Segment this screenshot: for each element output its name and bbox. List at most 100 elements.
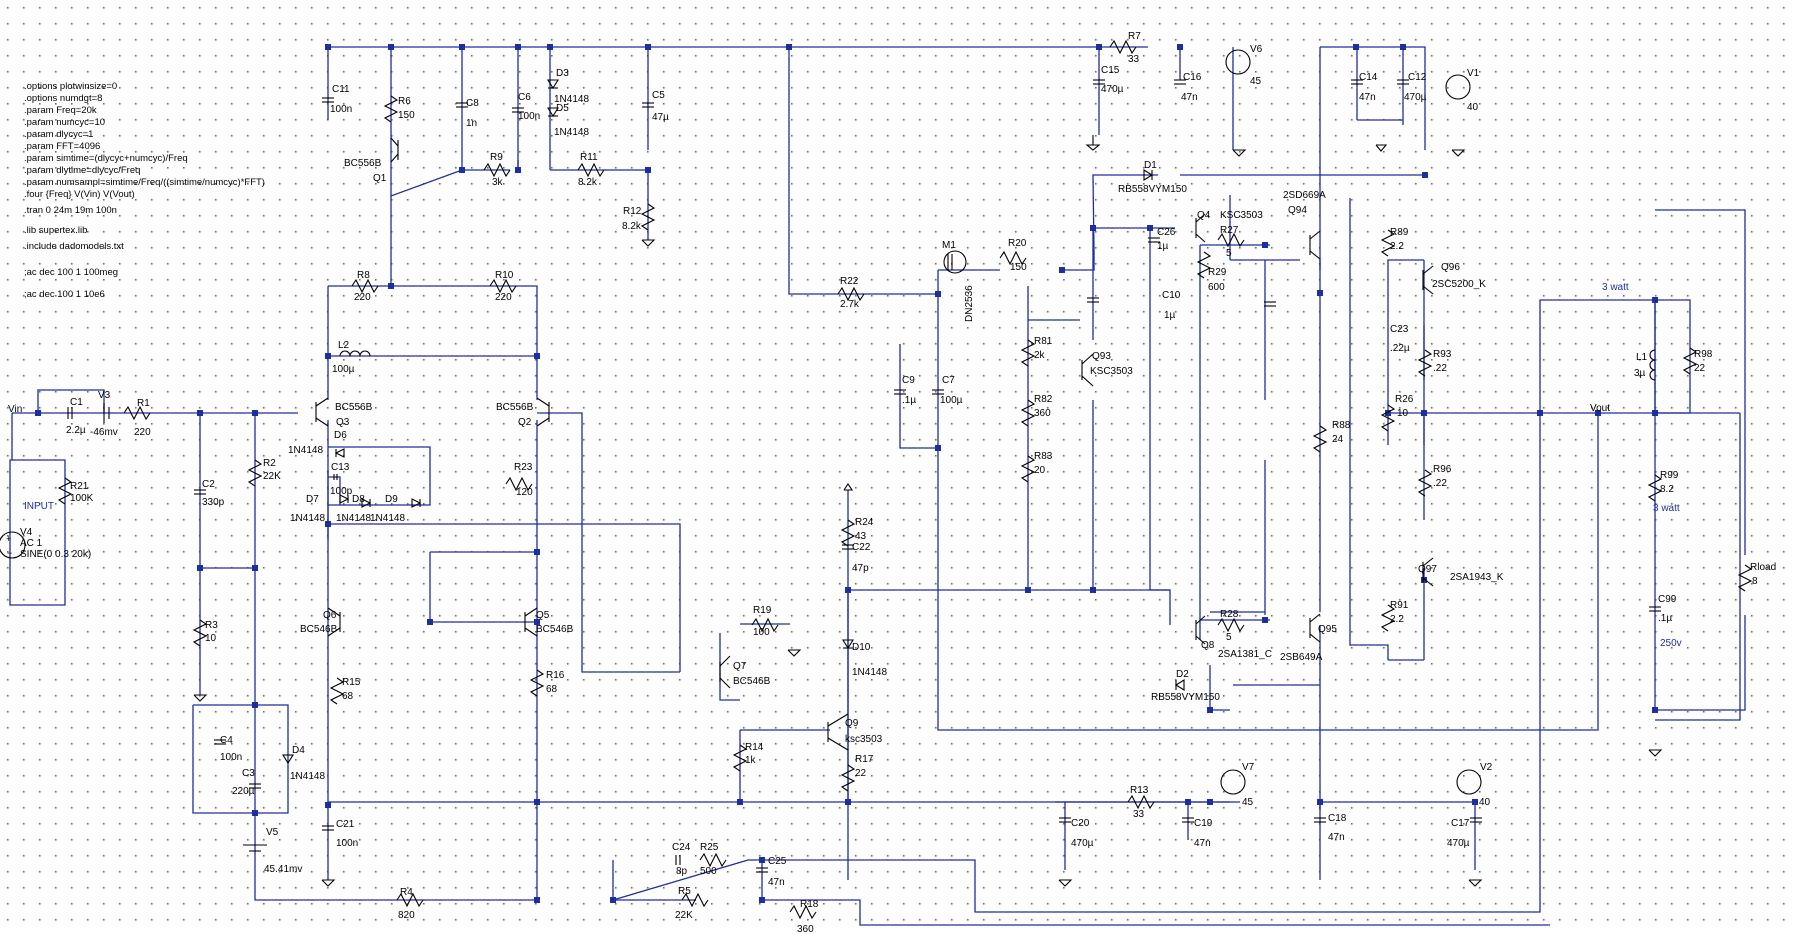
value-C19: 47n (1194, 838, 1211, 849)
label-R21: R21 (70, 481, 89, 492)
value-R7: 33 (1128, 54, 1140, 65)
label-R81: R81 (1034, 336, 1053, 347)
label-V4: V4 (20, 527, 33, 538)
label-Q2: Q2 (518, 417, 532, 428)
label-Q4: Q4 (1197, 210, 1211, 221)
label-C5: C5 (652, 90, 665, 101)
value2-V4: SINE(0 0.3 20k) (20, 549, 91, 560)
value-R16: 68 (546, 684, 558, 695)
label-V2: V2 (1480, 762, 1493, 773)
value-C26: 1µ (1157, 241, 1169, 252)
value-R93: .22 (1433, 363, 1447, 374)
value-R28: 5 (1226, 632, 1232, 643)
label-C14: C14 (1359, 72, 1378, 83)
label-R88: R88 (1332, 420, 1351, 431)
label-R82: R82 (1034, 394, 1053, 405)
label-C23: C23 (1390, 324, 1409, 335)
value-L1: 3µ (1634, 368, 1646, 379)
label-C10: C10 (1162, 290, 1181, 301)
label-C21: C21 (336, 819, 355, 830)
value-R3: 10 (205, 633, 217, 644)
label-R89: R89 (1390, 227, 1409, 238)
value-R96: .22 (1433, 478, 1447, 489)
annotation-250v: 250v (1660, 638, 1682, 649)
directive-4: .param numcyc=10 (24, 117, 105, 128)
label-R26: R26 (1395, 394, 1414, 405)
label-R91: R91 (1390, 600, 1409, 611)
value-D4: 1N4148 (290, 771, 325, 782)
value-R22: 2.7k (840, 299, 860, 310)
value-D8: 1N4148 (336, 513, 371, 524)
value-Q2: BC556B (496, 402, 534, 413)
label-R18: R18 (800, 899, 819, 910)
directive-15: ;ac dec 100 1 10e6 (24, 289, 105, 300)
value-C21: 100n (336, 838, 358, 849)
value-Q7: BC546B (733, 676, 771, 687)
value-R89: 2.2 (1390, 241, 1404, 252)
value-Q96: 2SC5200_K (1432, 279, 1486, 290)
label-V5: V5 (266, 827, 279, 838)
label-R1: R1 (137, 398, 150, 409)
label-C24: C24 (672, 842, 691, 853)
label-Q95: Q95 (1318, 624, 1337, 635)
label-C7: C7 (942, 375, 955, 386)
directive-9: .param numsampl=simtime/Freq/((simtime/n… (24, 177, 265, 188)
value-C3: 220µ (232, 786, 255, 797)
label-C3: C3 (242, 768, 255, 779)
label-R23: R23 (514, 462, 533, 473)
value-C10: 1µ (1164, 310, 1176, 321)
value-V4: AC 1 (20, 538, 43, 549)
svg-text:+: + (6, 534, 11, 544)
value-R23: 120 (516, 487, 533, 498)
label-R98: R98 (1694, 349, 1713, 360)
value-Q94: 2SD669A (1283, 190, 1326, 201)
label-C11: C11 (332, 84, 350, 95)
label-C1: C1 (70, 397, 83, 408)
label-Q6: Q6 (323, 610, 337, 621)
label-C13: C13 (331, 462, 350, 473)
value-R13: 33 (1133, 809, 1145, 820)
label-R3: R3 (205, 620, 218, 631)
label-R25: R25 (700, 842, 719, 853)
label-R4: R4 (400, 887, 413, 898)
value-D7: 1N4148 (290, 513, 325, 524)
label-R13: R13 (1130, 785, 1149, 796)
annotation-3-watt-bottom: 3 watt (1653, 503, 1680, 514)
value-C11: 100n (330, 104, 352, 115)
value-R91: 2.2 (1390, 614, 1404, 625)
directive-12: .lib supertex.lib (24, 225, 87, 236)
label-Q5: Q5 (536, 610, 550, 621)
label-Q93: Q93 (1092, 351, 1111, 362)
label-R2: R2 (263, 458, 276, 469)
value-C9: .1µ (902, 395, 916, 406)
input-label: INPUT (24, 501, 54, 512)
value-C18: 47n (1328, 832, 1345, 843)
value-V6: 45 (1250, 76, 1262, 87)
labels: Vin Vout INPUT 3 watt 3 watt 250v R1 220… (8, 31, 1776, 934)
label-V1: V1 (1467, 68, 1480, 79)
label-R11: R11 (580, 152, 598, 163)
value-R25: 500 (700, 866, 717, 877)
label-D10: D10 (852, 642, 871, 653)
label-R10: R10 (495, 270, 514, 281)
value-R12: 8.2k (622, 221, 642, 232)
value-R21: 100K (70, 493, 94, 504)
label-R7: R7 (1128, 31, 1141, 42)
directive-6: .param FFT=4096 (24, 141, 100, 152)
directive-10: .four {Freq} V(Vin) V(Vout) (24, 189, 135, 200)
label-R9: R9 (490, 152, 503, 163)
label-D9: D9 (385, 494, 398, 505)
label-R8: R8 (357, 270, 370, 281)
value-Q5: BC546B (536, 624, 574, 635)
value-C6: 100n (518, 111, 540, 122)
label-D5: D5 (556, 103, 569, 114)
spice-directives[interactable]: .options plotwinsize=0 .options numdgt=8… (24, 81, 265, 300)
value-R1: 220 (134, 427, 151, 438)
value-C23: .22µ (1390, 343, 1410, 354)
value-D5: 1N4148 (554, 127, 589, 138)
label-Q8: Q8 (1201, 640, 1215, 651)
directive-8: .param dlytime=dlycyc/Freq (24, 165, 140, 176)
label-Q94: Q94 (1288, 205, 1307, 216)
directive-7: .param simtime=(dlycyc+numcyc)/Freq (24, 153, 188, 164)
label-R19: R19 (753, 605, 772, 616)
